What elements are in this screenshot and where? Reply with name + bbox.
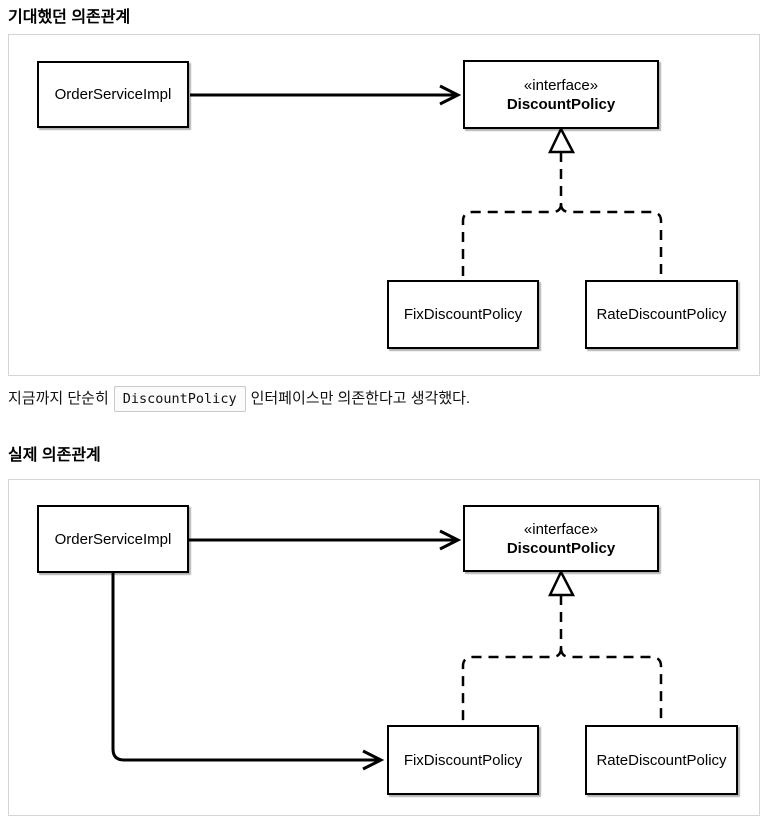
expected-diagram-connectors [190,35,663,280]
inline-code-discount-policy: DiscountPolicy [113,386,246,412]
node-label: FixDiscountPolicy [403,751,523,769]
actual-dependency-diagram: OrderServiceImpl «interface» DiscountPol… [8,479,760,816]
node-discount-policy-interface: «interface» DiscountPolicy [463,60,659,129]
node-fix-discount-policy: FixDiscountPolicy [387,280,539,349]
dependency-arrow-order-to-fix [111,573,381,760]
node-rate-discount-policy: RateDiscountPolicy [585,725,738,795]
node-label: DiscountPolicy [506,539,616,557]
node-order-service-impl: OrderServiceImpl [37,505,189,573]
realization-triangle-icon [548,569,576,597]
realization-line-fix [461,647,563,724]
realization-line-fix [461,203,563,280]
node-discount-policy-interface: «interface» DiscountPolicy [463,505,659,572]
node-label: DiscountPolicy [506,95,616,113]
node-label: OrderServiceImpl [54,86,172,103]
node-rate-discount-policy: RateDiscountPolicy [585,280,738,349]
section-actual-heading: 실제 의존관계 [8,447,101,464]
realization-line-rate [559,203,663,280]
actual-diagram-connectors [111,480,663,815]
node-label: OrderServiceImpl [54,530,172,548]
interface-stereotype-label: «interface» [523,76,599,94]
node-label: RateDiscountPolicy [596,306,727,323]
node-fix-discount-policy: FixDiscountPolicy [387,725,539,795]
section-expected-heading: 기대했던 의존관계 [8,9,131,26]
node-label: RateDiscountPolicy [596,751,727,769]
expected-dependency-diagram: OrderServiceImpl «interface» DiscountPol… [8,34,760,376]
realization-triangle-icon [548,126,576,154]
paragraph-text-before: 지금까지 단순히 [8,390,109,407]
paragraph-text-after: 인터페이스만 의존한다고 생각했다. [250,390,471,407]
realization-line-rate [559,647,663,724]
node-label: FixDiscountPolicy [403,306,523,323]
node-order-service-impl: OrderServiceImpl [37,61,189,128]
interface-stereotype-label: «interface» [523,520,599,538]
